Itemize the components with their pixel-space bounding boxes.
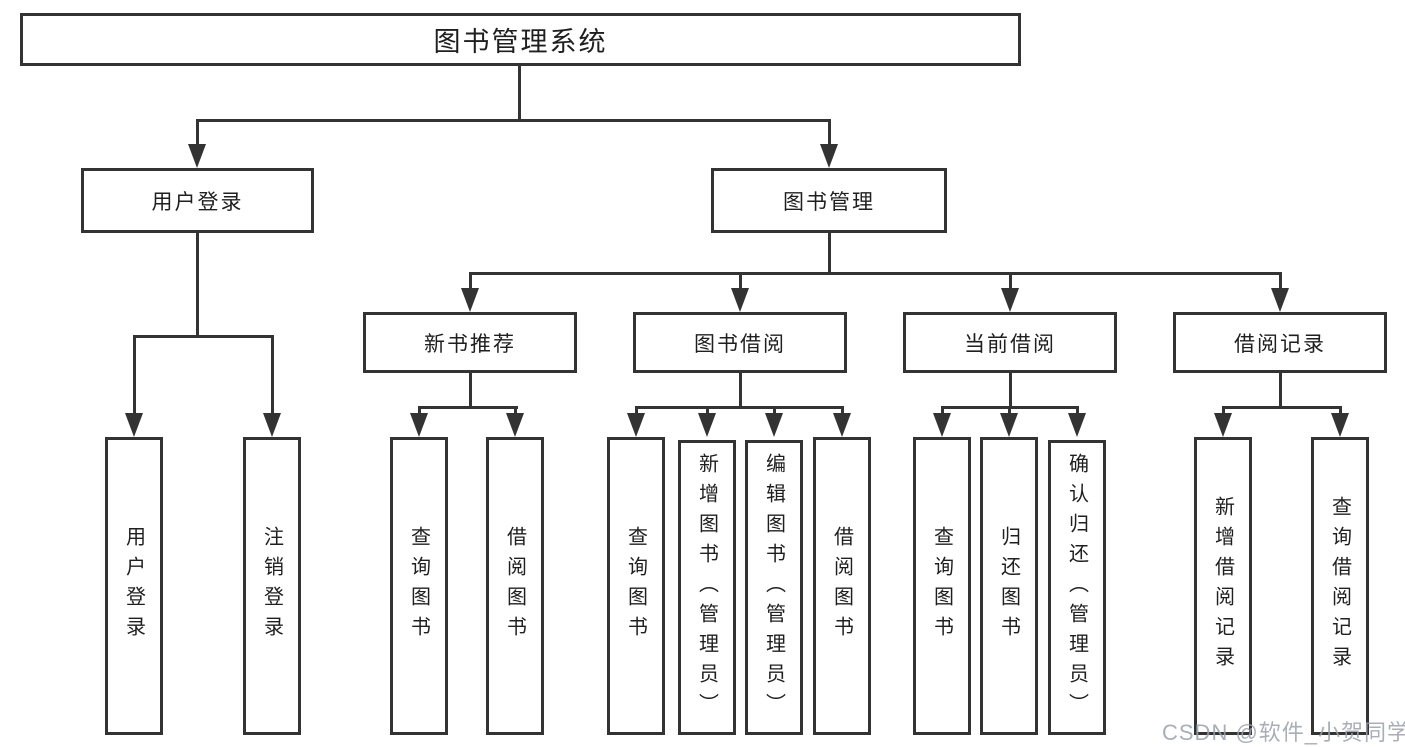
leaf-add-borrow-record: 新增借阅记录 — [1194, 437, 1252, 735]
connector-line — [841, 406, 844, 418]
node-book-borrowing: 图书借阅 — [633, 312, 847, 373]
connector-line — [1009, 272, 1012, 292]
leaf-user-login: 用户登录 — [105, 437, 163, 735]
connector-line — [518, 66, 521, 119]
leaf-query-borrow-record: 查询借阅记录 — [1311, 437, 1369, 735]
connector-line — [271, 335, 274, 415]
arrow-down-icon — [188, 144, 206, 168]
arrow-down-icon — [1331, 413, 1349, 437]
connector-line — [469, 272, 472, 292]
leaf-edit-book-admin: 编辑图书（管理员） — [745, 440, 803, 735]
connector-line — [133, 335, 136, 415]
connector-line — [941, 406, 944, 418]
connector-line — [1222, 406, 1342, 409]
leaf-logout: 注销登录 — [243, 437, 301, 735]
node-new-book-recommend: 新书推荐 — [363, 312, 577, 373]
node-current-borrowing: 当前借阅 — [903, 312, 1117, 373]
arrow-down-icon — [1214, 413, 1232, 437]
connector-line — [828, 233, 831, 272]
watermark: CSDN @软件_小贺同学 — [1162, 720, 1405, 745]
arrow-down-icon — [833, 413, 851, 437]
arrow-down-icon — [1000, 413, 1018, 437]
arrow-down-icon — [933, 413, 951, 437]
connector-line — [635, 406, 844, 409]
connector-line — [635, 406, 638, 418]
connector-line — [739, 272, 742, 292]
arrow-down-icon — [1068, 413, 1086, 437]
arrow-down-icon — [731, 288, 749, 312]
connector-line — [418, 406, 421, 418]
node-root-library-system: 图书管理系统 — [20, 13, 1021, 66]
connector-line — [1076, 406, 1079, 418]
arrow-down-icon — [461, 288, 479, 312]
connector-line — [469, 272, 1282, 275]
arrow-down-icon — [698, 413, 716, 437]
connector-line — [196, 119, 199, 149]
arrow-down-icon — [125, 413, 143, 437]
connector-line — [1279, 272, 1282, 292]
leaf-query-books-recommend: 查询图书 — [390, 437, 448, 735]
arrow-down-icon — [820, 144, 838, 168]
node-borrow-records: 借阅记录 — [1173, 312, 1387, 373]
arrow-down-icon — [627, 413, 645, 437]
connector-line — [514, 406, 517, 418]
arrow-down-icon — [1001, 288, 1019, 312]
connector-line — [1222, 406, 1225, 418]
connector-line — [1008, 406, 1011, 418]
leaf-query-books-borrow: 查询图书 — [607, 437, 665, 735]
connector-line — [196, 119, 831, 122]
arrow-down-icon — [506, 413, 524, 437]
connector-line — [1339, 406, 1342, 418]
leaf-borrow-books-recommend: 借阅图书 — [486, 437, 544, 735]
connector-line — [739, 373, 742, 406]
arrow-down-icon — [410, 413, 428, 437]
arrow-down-icon — [1271, 288, 1289, 312]
node-user-login: 用户登录 — [81, 168, 314, 233]
leaf-add-book-admin: 新增图书（管理员） — [678, 440, 736, 735]
leaf-borrow-books: 借阅图书 — [813, 437, 871, 735]
connector-line — [1009, 373, 1012, 406]
leaf-confirm-return-admin: 确认归还（管理员） — [1048, 440, 1106, 735]
connector-line — [133, 335, 274, 338]
connector-line — [706, 406, 709, 418]
node-book-management: 图书管理 — [711, 168, 947, 233]
arrow-down-icon — [765, 413, 783, 437]
connector-line — [418, 406, 518, 409]
connector-line — [773, 406, 776, 418]
connector-line — [469, 373, 472, 406]
arrow-down-icon — [263, 413, 281, 437]
connector-line — [828, 119, 831, 149]
leaf-return-books: 归还图书 — [980, 437, 1038, 735]
connector-line — [196, 233, 199, 335]
leaf-query-books-current: 查询图书 — [913, 437, 971, 735]
connector-line — [1279, 373, 1282, 406]
